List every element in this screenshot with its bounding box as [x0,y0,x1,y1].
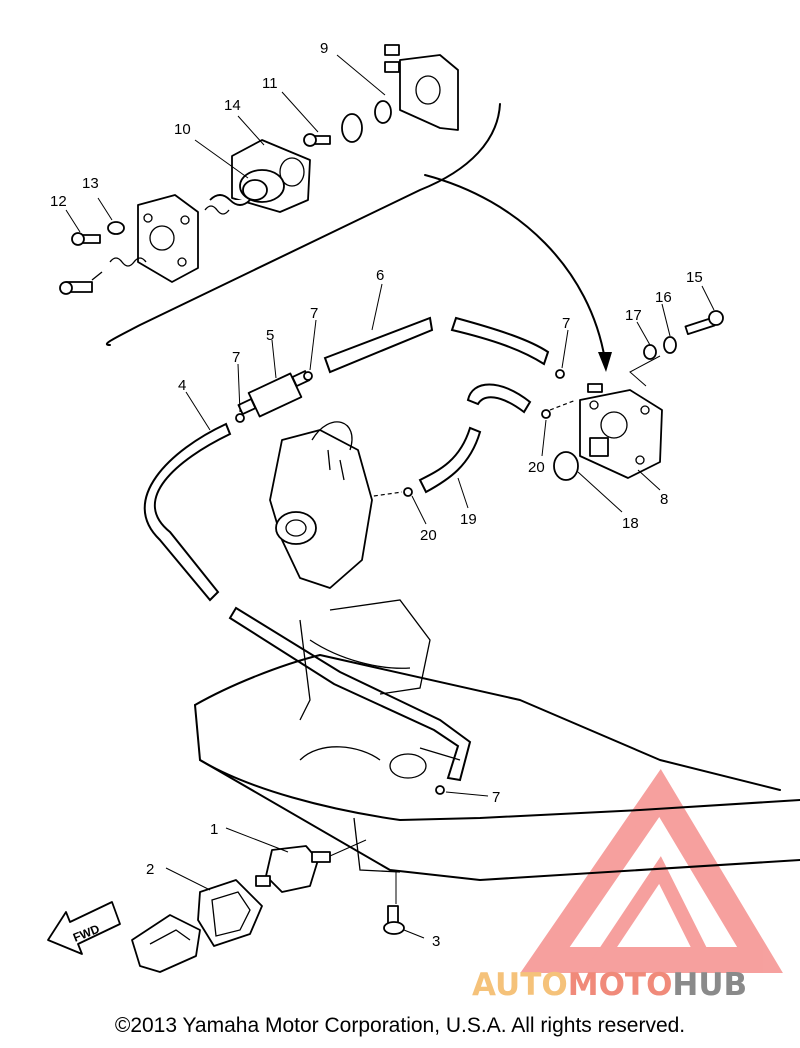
washer-part-13 [97,197,125,235]
label-part-5: 5 [266,327,274,344]
label-part-18: 18 [622,515,639,532]
svg-text:AUTOMOTOHUB: AUTOMOTOHUB [472,967,747,1003]
label-part-7-c: 7 [562,315,570,332]
bolt-part-15 [684,285,724,336]
hose-part-6 [323,283,550,374]
detail-pointer-arrow [424,174,606,361]
part-number-labels: 9 11 14 10 13 12 6 15 16 17 7 7 5 7 4 20… [50,40,703,950]
label-part-16: 16 [655,289,672,306]
o-ring-part-18 [553,451,623,513]
label-part-2: 2 [146,861,154,878]
fuel-joint-part-1 [225,827,367,893]
forward-direction-arrow: FWD [47,901,121,955]
watermark-auto: AUTO [472,967,568,1003]
check-valve-part-11 [281,91,392,147]
pump-body [109,194,230,283]
label-part-13: 13 [82,175,99,192]
clip-part-7-c [555,329,569,379]
clip-part-7-b [303,319,317,381]
fuel-connector [131,914,201,973]
clip-part-20-b [541,409,551,457]
plunger [59,271,103,295]
pump-cover-part-9 [336,44,459,131]
copyright-notice: ©2013 Yamaha Motor Corporation, U.S.A. A… [114,1014,686,1037]
hose-part-19 [418,383,532,509]
fuel-filter-part-5 [237,339,311,418]
label-part-3: 3 [432,933,440,950]
label-part-20-b: 20 [528,459,545,476]
arrow-head [598,352,612,372]
label-part-10: 10 [174,121,191,138]
label-part-7-b: 7 [310,305,318,322]
fuel-pump-part-8 [579,383,663,491]
clip-part-7-d [435,785,489,797]
label-part-20-a: 20 [420,527,437,544]
label-part-14: 14 [224,97,241,114]
label-part-7-d: 7 [492,789,500,806]
hose-part-4 [143,391,472,782]
grommet-part-2 [165,867,263,947]
label-part-15: 15 [686,269,703,286]
label-part-1: 1 [210,821,218,838]
watermark-moto: MOTO [568,967,673,1003]
label-part-12: 12 [50,193,67,210]
label-part-8: 8 [660,491,668,508]
carburetor [269,421,373,589]
watermark-logo [520,768,783,973]
screw-part-12 [65,209,101,246]
bolt-part-3 [383,872,425,939]
label-part-11: 11 [262,75,278,92]
label-part-9: 9 [320,40,328,57]
label-part-19: 19 [460,511,477,528]
diaphragm-part-10 [194,139,285,206]
bottom-cowling [194,599,800,881]
label-part-4: 4 [178,377,186,394]
washer-part-16 [661,303,677,354]
label-part-6: 6 [376,267,384,284]
clip-part-7-a [235,363,245,423]
label-part-17: 17 [625,307,642,324]
washer-part-17 [636,321,657,360]
detail-boundary-line [105,103,501,346]
watermark-hub: HUB [672,967,747,1003]
clip-part-20-a [403,487,427,525]
label-part-7-a: 7 [232,349,240,366]
watermark-wordmark: AUTOMOTOHUB [472,967,747,1003]
